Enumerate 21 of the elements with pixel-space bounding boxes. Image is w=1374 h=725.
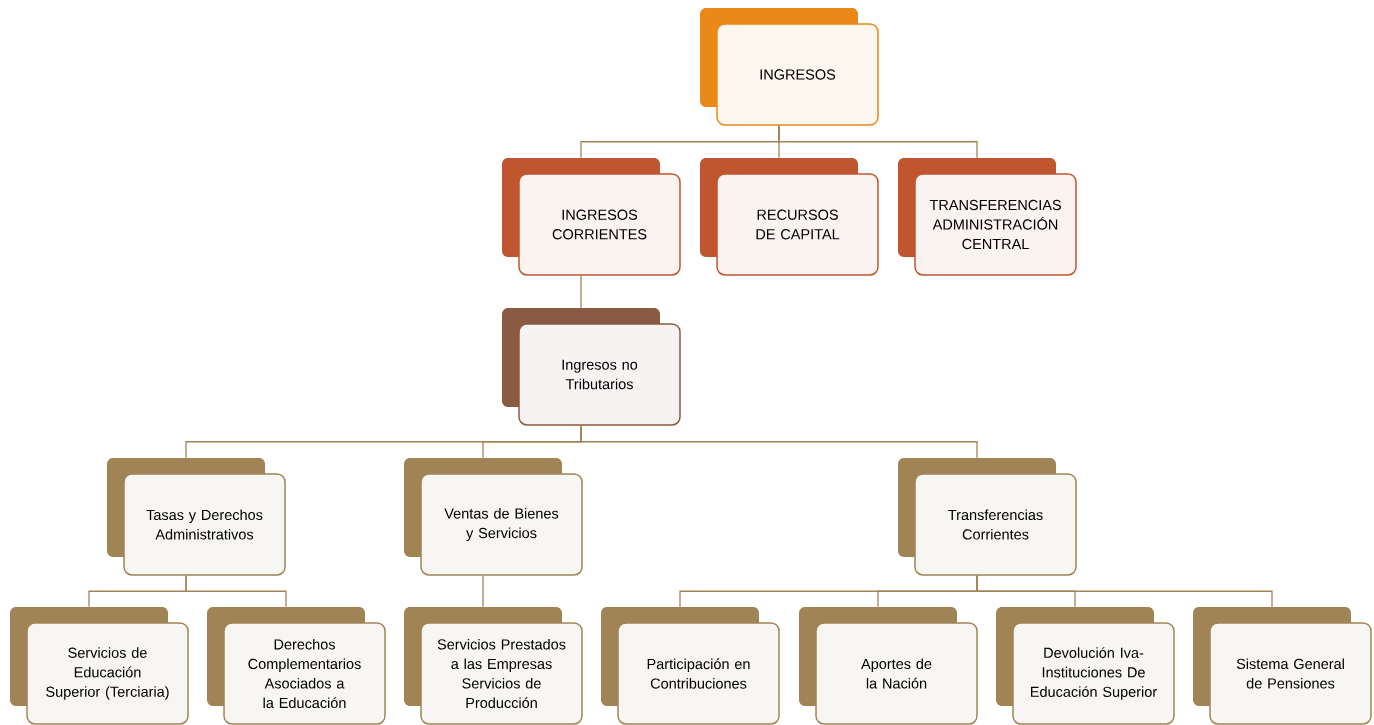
org-box: Aportes de la Nación [799,607,978,725]
org-box: RECURSOS DE CAPITAL [700,158,879,276]
org-box: INGRESOS CORRIENTES [502,158,681,276]
connector-line [580,425,978,459]
org-box: Sistema General de Pensiones [1193,607,1372,725]
org-box: Ventas de Bienes y Servicios [404,458,583,576]
connector-line [778,125,978,159]
org-box: Transferencias Corrientes [898,458,1077,576]
org-box: Tasas y Derechos Administrativos [107,458,286,576]
connector-line [185,575,287,608]
connector-line [580,275,582,309]
org-box: TRANSFERENCIAS ADMINISTRACIÓN CENTRAL [898,158,1077,276]
org-box: INGRESOS [700,8,879,126]
org-box: Derechos Complementarios Asociados a la Educación [207,607,386,725]
org-box: Participación en Contribuciones [601,607,780,725]
org-box: Ingresos no Tributarios [502,308,681,426]
connector-line [482,575,484,608]
org-box: Servicios Prestados a las Empresas Servicios de Producción [404,607,583,725]
org-box: Servicios de Educación Superior (Terciaria) [10,607,189,725]
connector-line [976,575,1273,608]
org-box: Devolución Iva-Instituciones De Educación Superior [996,607,1175,725]
